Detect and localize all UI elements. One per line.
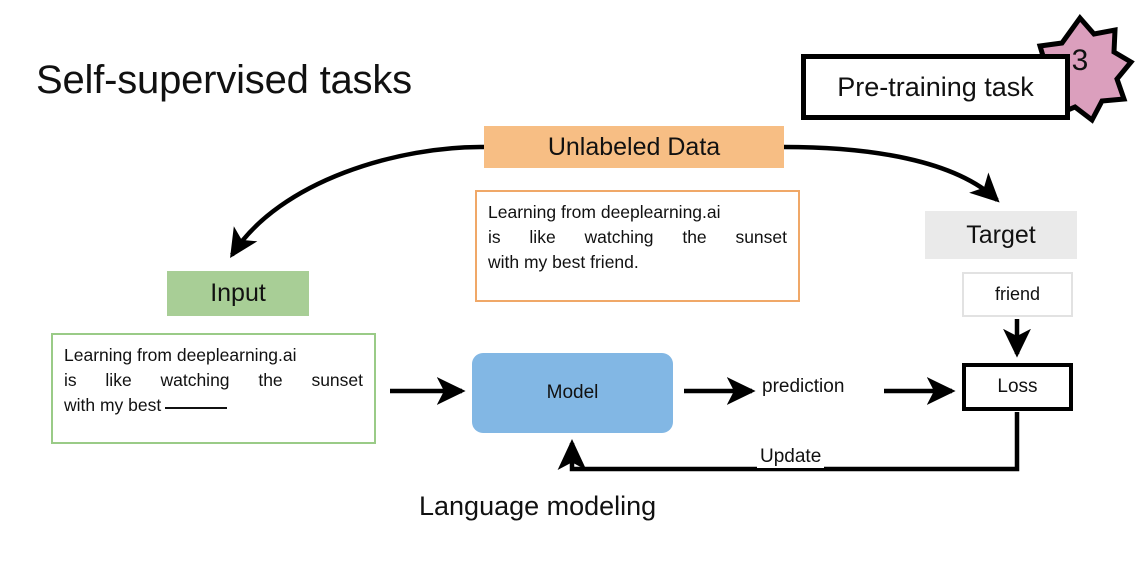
- unlabeled-word: watching: [584, 227, 654, 247]
- input-word: the: [258, 370, 283, 390]
- step-number-badge: 3: [1036, 18, 1124, 106]
- unlabeled-data-line-3: with my best friend.: [488, 252, 639, 272]
- slide-caption: Language modeling: [419, 491, 657, 521]
- input-text-box: Learning from deeplearning.ai is like wa…: [51, 333, 376, 444]
- unlabeled-data-line-1: Learning from deeplearning.ai: [488, 202, 721, 222]
- masked-token-blank: [165, 407, 228, 409]
- step-number-label: 3: [1071, 44, 1089, 77]
- arrow-unlabeled-to-input: [230, 144, 485, 259]
- model-box[interactable]: Model: [472, 353, 673, 433]
- input-line-3: with my best: [64, 393, 363, 418]
- target-label: Target: [966, 220, 1036, 249]
- target-value-box: friend: [962, 272, 1073, 317]
- arrow-unlabeled-to-target: [783, 144, 1000, 203]
- target-value-label: friend: [994, 284, 1041, 304]
- input-word: like: [105, 370, 132, 390]
- page-title: Self-supervised tasks: [36, 58, 412, 102]
- update-label: Update: [757, 446, 825, 468]
- unlabeled-data-text-box: Learning from deeplearning.ai is like wa…: [475, 190, 800, 302]
- pre-training-task-label: Pre-training task: [837, 71, 1034, 102]
- unlabeled-word: sunset: [735, 227, 787, 247]
- input-label: Input: [210, 279, 266, 307]
- input-word: sunset: [311, 370, 363, 390]
- unlabeled-word: like: [529, 227, 556, 247]
- unlabeled-data-header: Unlabeled Data: [484, 126, 784, 168]
- prediction-label: prediction: [762, 376, 845, 397]
- input-word: watching: [160, 370, 230, 390]
- input-word: is: [64, 370, 77, 390]
- target-header: Target: [925, 211, 1077, 259]
- unlabeled-data-line-2: is like watching the sunset: [488, 225, 787, 250]
- input-line-2: is like watching the sunset: [64, 368, 363, 393]
- input-header: Input: [167, 271, 309, 316]
- unlabeled-word: is: [488, 227, 501, 247]
- loss-label: Loss: [997, 376, 1038, 397]
- input-line-1: Learning from deeplearning.ai: [64, 345, 297, 365]
- pre-training-task-box[interactable]: Pre-training task: [801, 54, 1070, 120]
- loss-box[interactable]: Loss: [962, 363, 1073, 411]
- model-label: Model: [546, 382, 599, 403]
- unlabeled-data-label: Unlabeled Data: [547, 132, 721, 161]
- unlabeled-word: the: [682, 227, 707, 247]
- input-line-3-text: with my best: [64, 395, 162, 415]
